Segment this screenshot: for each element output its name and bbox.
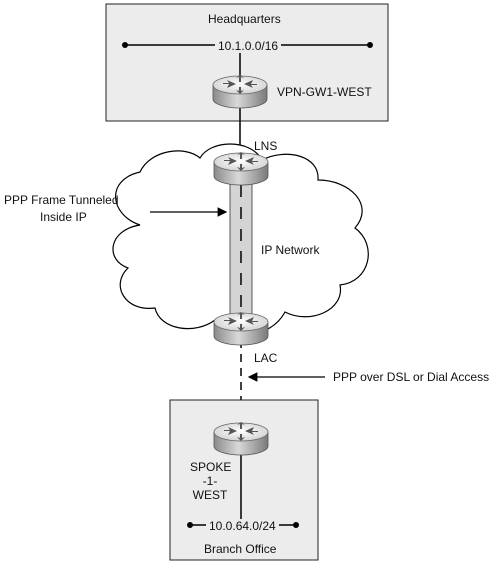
hq-subnet-left-dot	[122, 42, 128, 48]
branch-subnet-label: 10.0.64.0/24	[206, 519, 279, 533]
ip-network-label: IP Network	[261, 243, 320, 257]
spoke-1-west-router	[213, 421, 269, 456]
vpn-gw1-west-router	[212, 74, 268, 109]
spoke-label-line1: SPOKE	[190, 460, 232, 474]
tunnel-annotation-line1: PPP Frame Tunneled	[4, 193, 119, 207]
hq-subnet-label: 10.1.0.0/16	[215, 39, 282, 53]
branch-office-title: Branch Office	[204, 542, 277, 556]
lac-label: LAC	[254, 351, 278, 365]
vpn-gw1-west-label: VPN-GW1-WEST	[277, 85, 372, 99]
lns-label: LNS	[254, 139, 278, 153]
spoke-label-line3: WEST	[192, 488, 228, 502]
headquarters-title: Headquarters	[208, 12, 281, 26]
spoke-label-line2: -1-	[202, 474, 218, 488]
lac-router	[213, 311, 269, 346]
lns-router	[213, 151, 269, 186]
tunnel-annotation-line2: Inside IP	[40, 210, 87, 224]
branch-subnet-left-dot	[187, 522, 193, 528]
branch-subnet-right-dot	[293, 522, 299, 528]
hq-subnet-right-dot	[367, 42, 373, 48]
access-annotation: PPP over DSL or Dial Access	[333, 370, 490, 384]
